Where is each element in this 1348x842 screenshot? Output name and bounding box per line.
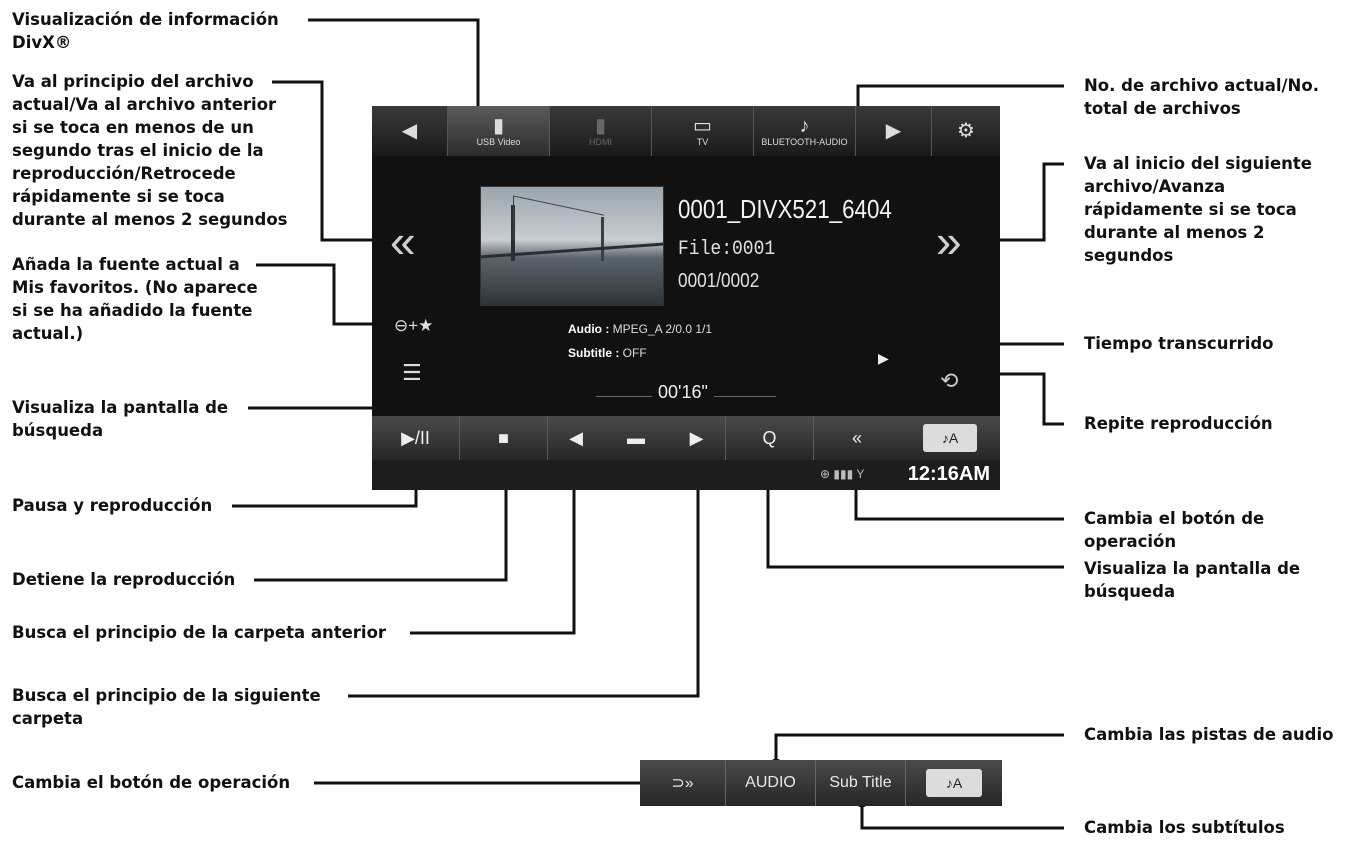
hdmi-icon: ▮ — [594, 115, 606, 137]
annotation-elapsed: Tiempo transcurrido — [1084, 334, 1274, 353]
audio-mode-button[interactable]: ♪A — [900, 416, 1000, 460]
source-tab-tv[interactable]: ▭ TV — [652, 106, 754, 156]
double-chevron-left-icon: « — [390, 215, 415, 267]
status-indicators-icon: ⊕ ▮▮▮ Y — [820, 467, 865, 481]
source-tab-label: USB Video — [476, 137, 521, 147]
music-icon: ♪A — [926, 769, 982, 797]
tv-icon: ▭ — [693, 115, 712, 137]
divx-subtitle-info: Subtitle : OFF — [568, 346, 647, 360]
double-chevron-right-icon: » — [936, 215, 961, 267]
setup-button[interactable]: ⚙ — [932, 106, 1000, 156]
subtitle-value: OFF — [622, 346, 647, 360]
search-button[interactable]: Q — [726, 416, 814, 460]
device-screen: ◀ ▮ USB Video ▮ HDMI ▭ TV ♪ BLUETOOTH-AU… — [372, 106, 1000, 490]
source-tab-hdmi[interactable]: ▮ HDMI — [550, 106, 652, 156]
annotation-change-op-right: Cambia el botón de operación — [1084, 509, 1265, 551]
repeat-icon: ⟲ — [940, 368, 959, 393]
audio-mode-button-alt[interactable]: ♪A — [906, 760, 1002, 806]
annotation-prev-folder: Busca el principio de la carpeta anterio… — [12, 623, 387, 642]
annotation-subtitles: Cambia los subtítulos — [1084, 818, 1285, 837]
next-file-button[interactable]: » — [936, 215, 961, 267]
playback-area: « » 0001_DIVX521_6404 File:0001 0001/000… — [372, 156, 1000, 416]
stop-icon: ■ — [498, 427, 509, 448]
search-list-button[interactable]: ☰ — [402, 362, 422, 384]
folder-indicator: ▬ — [604, 416, 668, 460]
list-icon: ☰ — [402, 360, 422, 385]
annotation-repeat: Repite reproducción — [1084, 414, 1273, 433]
file-count: 0001/0002 — [678, 270, 760, 292]
annotation-file-number: No. de archivo actual/No. total de archi… — [1084, 76, 1319, 118]
annotation-change-op-bottom: Cambia el botón de operación — [12, 773, 291, 792]
change-operation-button[interactable]: « — [814, 416, 900, 460]
play-pause-button[interactable]: ▶/II — [372, 416, 460, 460]
file-number: File:0001 — [678, 238, 776, 261]
clock: 12:16AM — [907, 463, 990, 485]
source-tab-label: TV — [696, 137, 709, 147]
annotation-next-file: Va al inicio del siguiente archivo/Avanz… — [1084, 154, 1312, 265]
subtitle-button-label: Sub Title — [829, 774, 892, 791]
audio-value: MPEG_A 2/0.0 1/1 — [612, 322, 713, 336]
next-folder-button[interactable]: ▶ — [668, 416, 726, 460]
status-bar: ⊕ ▮▮▮ Y 12:16AM — [372, 460, 1000, 490]
source-tab-label: HDMI — [589, 137, 612, 147]
source-tab-usb-video[interactable]: ▮ USB Video — [448, 106, 550, 156]
play-status-icon: ▶ — [878, 350, 889, 366]
toggle-chevron-icon: ⊃» — [671, 775, 694, 792]
folder-icon: ▬ — [627, 427, 645, 448]
bluetooth-music-icon: ♪ — [799, 115, 810, 137]
source-next-button[interactable]: ▶ — [856, 106, 932, 156]
annotation-next-folder: Busca el principio de la siguiente carpe… — [12, 686, 321, 728]
alt-operation-bar: ⊃» AUDIO Sub Title ♪A — [640, 760, 1002, 806]
arrow-right-icon: ▶ — [885, 120, 902, 142]
elapsed-time: 00'16" — [652, 382, 714, 403]
stop-button[interactable]: ■ — [460, 416, 548, 460]
source-tab-bluetooth-audio[interactable]: ♪ BLUETOOTH-AUDIO — [754, 106, 856, 156]
add-favorite-button[interactable]: ⊖+★ — [394, 316, 433, 336]
audio-button-label: AUDIO — [745, 774, 796, 791]
annotation-add-favorite: Añada la fuente actual a Mis favoritos. … — [12, 255, 258, 343]
source-bar: ◀ ▮ USB Video ▮ HDMI ▭ TV ♪ BLUETOOTH-AU… — [372, 106, 1000, 156]
annotation-prev-file: Va al principio del archivo actual/Va al… — [12, 72, 288, 229]
annotation-search-left: Visualiza la pantalla de búsqueda — [12, 398, 229, 440]
annotation-audio-tracks: Cambia las pistas de audio — [1084, 725, 1334, 744]
annotation-search-right: Visualiza la pantalla de búsqueda — [1084, 559, 1301, 601]
source-prev-button[interactable]: ◀ — [372, 106, 448, 156]
divx-audio-info: Audio : MPEG_A 2/0.0 1/1 — [568, 322, 712, 336]
subtitle-label: Subtitle : — [568, 346, 620, 360]
video-thumbnail — [480, 186, 664, 306]
triangle-right-icon: ▶ — [689, 427, 704, 448]
annotation-pause-play: Pausa y reproducción — [12, 496, 213, 515]
audio-label: Audio : — [568, 322, 610, 336]
search-icon: Q — [762, 427, 777, 448]
annotation-stop: Detiene la reproducción — [12, 570, 236, 589]
prev-folder-button[interactable]: ◀ — [548, 416, 604, 460]
annotation-divx-info: Visualización de información DivX® — [12, 10, 279, 52]
file-name: 0001_DIVX521_6404 — [678, 194, 892, 224]
favorite-star-icon: ⊖+★ — [394, 316, 434, 335]
operation-bar: ▶/II ■ ◀ ▬ ▶ Q « ♪A — [372, 416, 1000, 460]
change-operation-button-alt[interactable]: ⊃» — [640, 760, 726, 806]
double-chevron-left-icon: « — [851, 427, 862, 448]
triangle-left-icon: ◀ — [569, 427, 583, 448]
play-pause-icon: ▶/II — [401, 427, 430, 448]
audio-track-button[interactable]: AUDIO — [726, 760, 816, 806]
prev-file-button[interactable]: « — [390, 215, 415, 267]
setup-wrench-icon: ⚙ — [957, 120, 975, 142]
arrow-left-icon: ◀ — [401, 120, 418, 142]
music-icon: ♪A — [923, 424, 977, 452]
source-tab-label: BLUETOOTH-AUDIO — [761, 137, 848, 147]
subtitle-button[interactable]: Sub Title — [816, 760, 906, 806]
usb-icon: ▮ — [492, 115, 504, 137]
repeat-button[interactable]: ⟲ — [940, 368, 958, 394]
